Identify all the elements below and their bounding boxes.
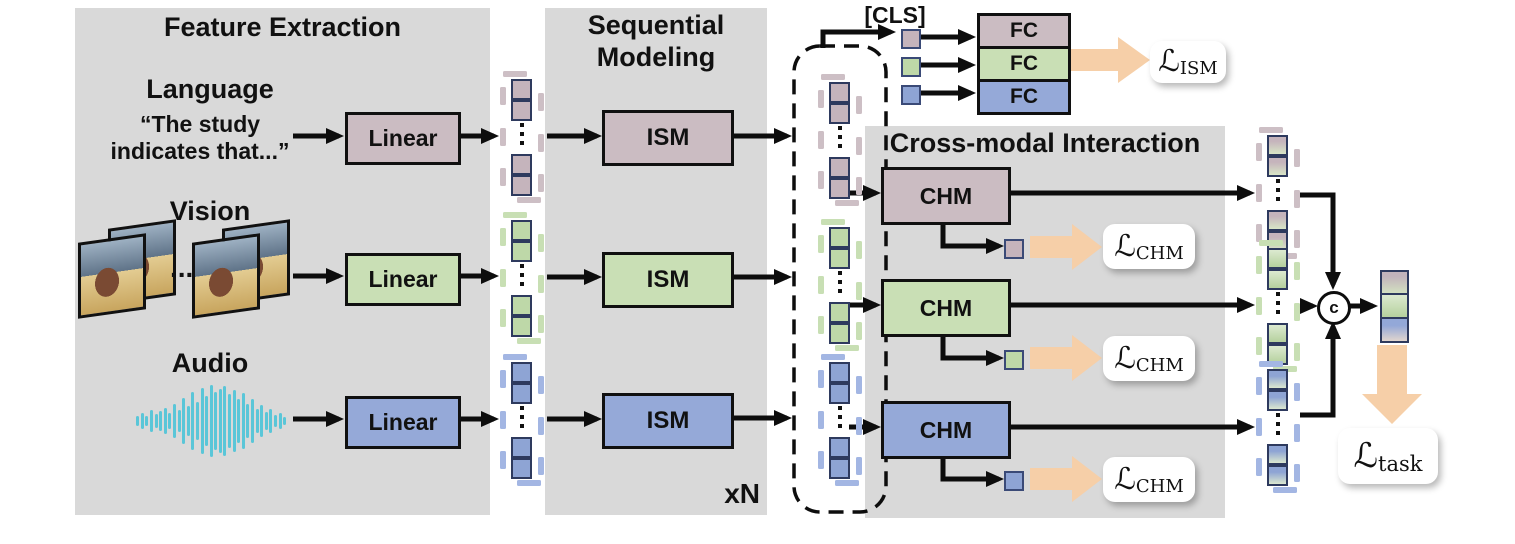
fused-cell-audio — [1380, 316, 1409, 343]
loss-arrows-orange — [1030, 37, 1422, 502]
chm-loss-token-audio — [1004, 471, 1024, 491]
audio-label: Audio — [171, 348, 249, 378]
chm-box-vision: CHM — [881, 279, 1011, 337]
vision-label: Vision — [169, 196, 251, 226]
token-column-vision-ism-output — [818, 219, 862, 351]
fused-cell-vision — [1380, 293, 1409, 319]
token-column-language-features — [500, 71, 544, 203]
loss-symbol: ℒ — [1114, 340, 1136, 376]
panel-title-sequential-line1: Sequential — [587, 10, 725, 40]
loss-subscript: CHM — [1135, 242, 1184, 264]
fc-box-audio: FC — [977, 79, 1071, 115]
panel-title-cross-modal: Cross-modal Interaction — [889, 128, 1201, 158]
loss-symbol: ℒ — [1114, 461, 1136, 497]
video-frames-icon — [192, 219, 292, 322]
cls-token-language — [901, 29, 921, 49]
language-sample-line1: “The study — [139, 111, 261, 137]
repeat-label-xn: xN — [724, 478, 760, 509]
linear-box-vision: Linear — [345, 253, 461, 306]
linear-box-language: Linear — [345, 112, 461, 165]
loss-symbol: ℒ — [1158, 44, 1180, 79]
fc-box-vision: FC — [977, 46, 1071, 82]
token-column-language-ism-output — [818, 74, 862, 206]
chm-box-audio: CHM — [881, 401, 1011, 459]
loss-subscript: task — [1378, 451, 1423, 476]
black-arrows — [293, 24, 1378, 487]
cls-token-dashed-group — [792, 44, 888, 514]
vision-frames-ellipsis: ... — [170, 252, 194, 283]
fc-box-language: FC — [977, 13, 1071, 49]
loss-symbol: ℒ — [1353, 436, 1379, 476]
ism-box-audio: ISM — [602, 393, 734, 449]
video-frame — [192, 233, 260, 319]
cls-token-vision — [901, 57, 921, 77]
cls-token-audio — [901, 85, 921, 105]
video-frame — [78, 233, 146, 319]
linear-box-audio: Linear — [345, 396, 461, 449]
token-column-audio-chm-output — [1256, 361, 1300, 493]
token-column-audio-features — [500, 354, 544, 486]
video-frames-icon — [78, 219, 178, 322]
chm-box-language: CHM — [881, 167, 1011, 225]
fused-feature-stack — [1380, 269, 1409, 343]
language-label: Language — [146, 74, 274, 104]
fused-cell-language — [1380, 269, 1409, 296]
concat-node: c — [1317, 291, 1351, 325]
token-column-vision-features — [500, 212, 544, 344]
loss-subscript: ISM — [1179, 58, 1218, 79]
loss-subscript: CHM — [1135, 354, 1184, 376]
audio-waveform-icon — [131, 385, 293, 457]
ism-box-language: ISM — [602, 110, 734, 166]
loss-subscript: CHM — [1135, 475, 1184, 497]
loss-symbol: ℒ — [1114, 228, 1136, 264]
ism-box-vision: ISM — [602, 252, 734, 308]
panel-title-feature-extraction: Feature Extraction — [163, 12, 402, 42]
cls-token-label: [CLS] — [864, 2, 926, 28]
language-sample-line2: indicates that...” — [110, 138, 290, 164]
panel-title-sequential-line2: Modeling — [596, 42, 716, 72]
token-column-audio-ism-output — [818, 354, 862, 486]
token-column-vision-chm-output — [1256, 240, 1300, 372]
chm-loss-token-vision — [1004, 350, 1024, 370]
chm-loss-token-language — [1004, 239, 1024, 259]
